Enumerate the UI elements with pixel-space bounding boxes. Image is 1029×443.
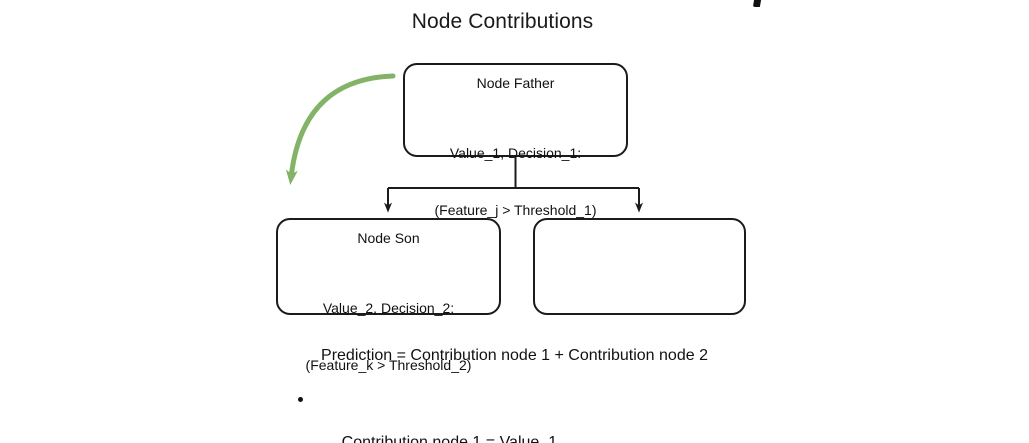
node-father-detail: Value_1, Decision_1: (Feature_j > Thresh… bbox=[435, 106, 597, 258]
node-son-detail-line-2: (Feature_k > Threshold_2) bbox=[305, 357, 472, 373]
list-item: Contribution node 1 = Value_1 bbox=[298, 388, 629, 443]
bullet-icon bbox=[298, 397, 303, 402]
node-father-title: Node Father bbox=[476, 75, 555, 91]
page-title: Node Contributions bbox=[411, 10, 594, 33]
node-father-detail-line-1: Value_1, Decision_1: bbox=[449, 145, 582, 161]
node-father-box[interactable]: Node Father Value_1, Decision_1: (Featur… bbox=[403, 63, 628, 218]
node-father-detail-line-2: (Feature_j > Threshold_1) bbox=[434, 202, 597, 218]
contribution-list: Contribution node 1 = Value_1 Contributi… bbox=[298, 388, 629, 443]
node-son-box[interactable]: Node Son Value_2, Decision_2: (Feature_k… bbox=[276, 218, 501, 373]
prediction-formula: Prediction = Contribution node 1 + Contr… bbox=[321, 347, 708, 364]
clipped-glyph-artifact bbox=[752, 0, 763, 7]
node-son-detail: Value_2, Decision_2: (Feature_k > Thresh… bbox=[306, 261, 472, 413]
node-son-title: Node Son bbox=[357, 230, 420, 246]
highlight-curved-arrow bbox=[285, 73, 396, 185]
contribution-node-1-text: Contribution node 1 = Value_1 bbox=[341, 434, 558, 443]
node-empty-box[interactable] bbox=[533, 218, 746, 315]
node-son-detail-line-1: Value_2, Decision_2: bbox=[322, 300, 455, 316]
